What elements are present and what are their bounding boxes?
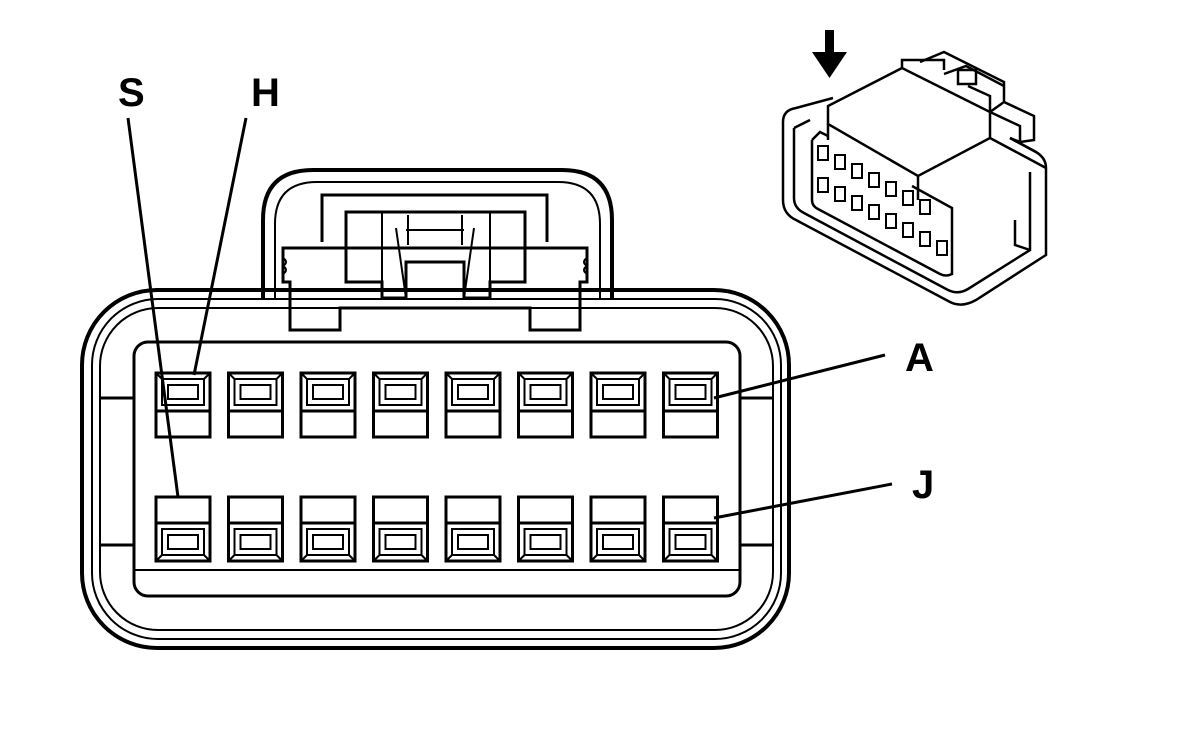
leader-line-j [713,482,893,520]
cavity [517,371,574,439]
cavity [444,371,502,439]
cavity [372,371,429,439]
cavity [299,371,357,439]
label-pin-j: J [912,463,934,507]
label-pin-a: A [905,336,934,380]
down-arrow-icon [812,30,847,78]
cavity [589,495,647,563]
cavity-grid [154,371,719,563]
label-pin-h: H [251,71,280,115]
cavity [154,371,212,439]
cavity [227,495,284,563]
cavity [444,495,502,563]
cavity [227,371,284,439]
cavity [299,495,357,563]
label-pin-s: S [118,71,145,115]
connector-isometric-icon [781,50,1048,306]
cavity [662,371,719,439]
cavity [372,495,429,563]
cavity [589,371,647,439]
connector-face [80,168,791,650]
leader-line-h [192,117,248,376]
leader-line-a [713,353,886,400]
cavity [154,495,212,563]
cavity [517,495,574,563]
leader-lines [126,117,893,520]
leader-line-s [126,117,180,498]
cavity [662,495,719,563]
